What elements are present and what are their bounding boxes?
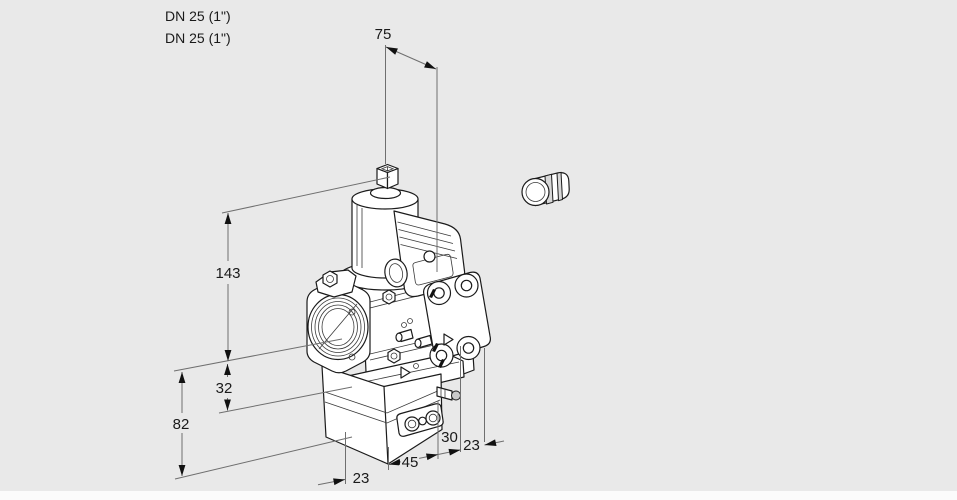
footer-strip [0,491,957,500]
dimension-23-bottom-right [484,348,505,446]
dimension-label-143: 143 [215,265,240,282]
valve-drawing [306,163,570,465]
regulator-housing [321,365,444,465]
dimension-label-23-right: 23 [463,437,480,454]
terminal-box-screw [423,250,436,263]
hex-screw-icon [387,348,401,364]
dimension-label-23-left: 23 [353,470,370,487]
dimension-32 [218,364,353,414]
test-point-stud [414,334,433,349]
outlet-flange [423,271,491,368]
drawing-labels: DN 25 (1") DN 25 (1") 75 143 32 82 23 45… [165,8,482,489]
dimension-23-bottom-left [317,432,346,486]
mounting-bracket [315,269,357,298]
sight-hole-center [418,416,427,426]
inlet-port [306,278,371,374]
dimension-label-32: 32 [216,380,233,397]
coil-collar [369,186,402,200]
body-details [348,289,454,379]
flow-arrow-icon [400,366,411,379]
port-size-label-1: DN 25 (1") [165,8,231,24]
dimension-label-45: 45 [402,454,419,471]
flange-bolt [454,273,479,298]
flange-bolt [426,280,452,306]
dimension-label-30: 30 [441,429,458,446]
sight-hole-left [404,416,420,432]
conduit-hole [384,258,408,288]
dimension-label-75: 75 [375,26,392,43]
dimension-label-82: 82 [173,416,190,433]
dimension-82 [174,372,353,480]
port-size-label-2: DN 25 (1") [165,30,231,46]
dimension-75 [385,45,438,272]
hex-bolt-icon [322,270,338,288]
dimension-lines [173,45,505,486]
flow-arrow-icon [443,333,454,346]
flange-bolt [456,335,481,361]
test-point-stud [395,328,414,343]
dimension-143 [173,176,391,372]
sight-hole-right [425,410,441,426]
dimension-45 [388,401,439,470]
hex-screw-icon [382,289,396,305]
adjustment-cap [376,163,399,190]
cable-gland [521,171,570,207]
dimension-30 [437,346,461,456]
